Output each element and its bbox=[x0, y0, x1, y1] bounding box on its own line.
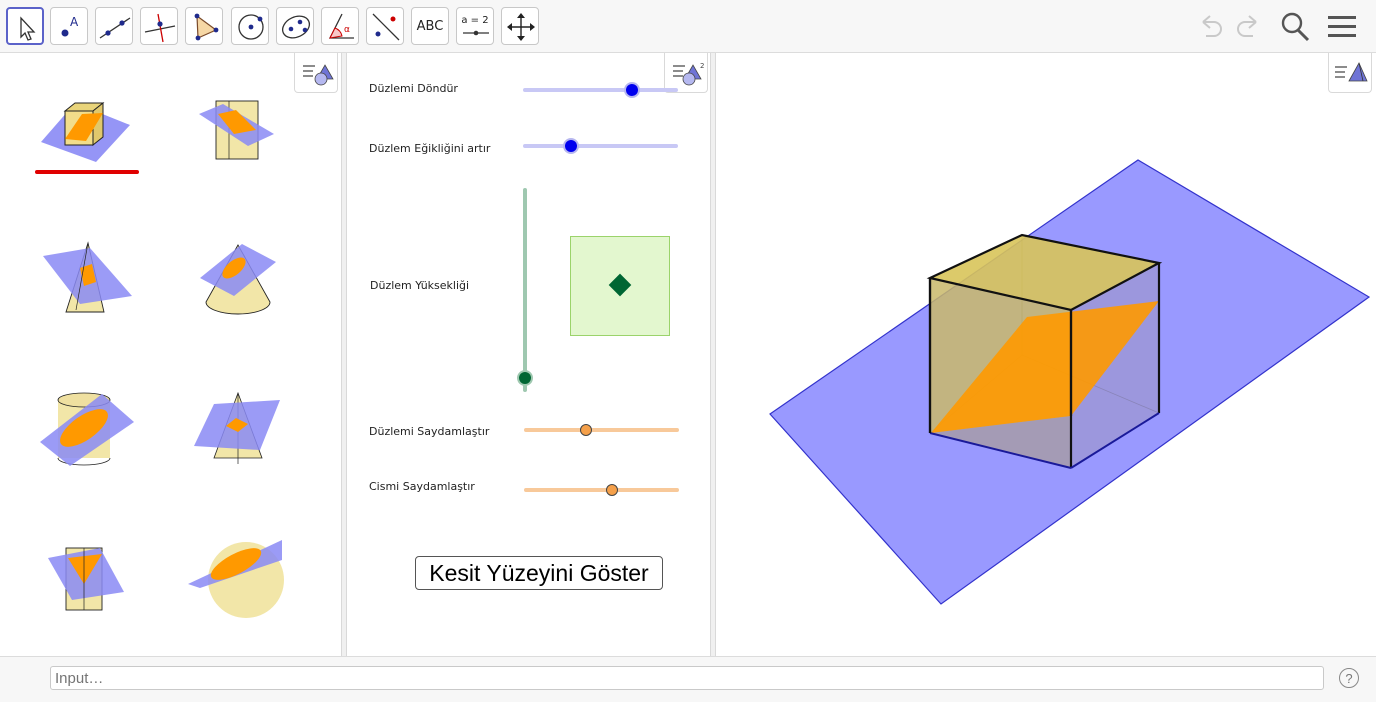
slider-line-icon bbox=[463, 30, 489, 36]
cone-section-thumb[interactable] bbox=[196, 240, 280, 318]
pyramid-section-thumb[interactable] bbox=[40, 240, 134, 316]
solid-opacity-knob[interactable] bbox=[606, 484, 619, 496]
style-bar-icon bbox=[303, 64, 334, 86]
cursor-arrow-icon bbox=[20, 16, 36, 41]
conic-tool[interactable] bbox=[276, 7, 314, 45]
redo-icon[interactable] bbox=[1233, 8, 1263, 44]
rotate-plane-label: Düzlemi Döndür bbox=[369, 82, 458, 95]
square-pyramid-section-thumb[interactable] bbox=[192, 390, 282, 468]
style-bar-toggle-left[interactable] bbox=[294, 53, 338, 93]
drag-point-diamond[interactable] bbox=[608, 273, 632, 297]
splitter-left[interactable] bbox=[341, 53, 347, 656]
plane-opacity-knob[interactable] bbox=[580, 424, 592, 436]
circle-tool[interactable] bbox=[231, 7, 269, 45]
style-bar-toggle-3d[interactable] bbox=[1328, 53, 1372, 93]
text-tool[interactable]: ABC bbox=[411, 7, 449, 45]
sphere-section-thumb[interactable] bbox=[186, 538, 286, 620]
svg-text:α: α bbox=[344, 25, 350, 35]
algebra-input[interactable] bbox=[50, 666, 1324, 690]
point-tool[interactable]: A bbox=[50, 7, 88, 45]
reflect-tool[interactable] bbox=[366, 7, 404, 45]
drag-point-box[interactable] bbox=[570, 236, 670, 336]
plane-opacity-label: Düzlemi Saydamlaştır bbox=[369, 425, 490, 438]
help-icon[interactable]: ? bbox=[1339, 668, 1359, 688]
perpendicular-line-tool[interactable] bbox=[140, 7, 178, 45]
plane-height-track[interactable] bbox=[523, 188, 527, 392]
move-tool[interactable] bbox=[6, 7, 44, 45]
line-through-points-icon bbox=[99, 17, 131, 39]
cross-section bbox=[931, 301, 1159, 433]
cylinder-section-thumb[interactable] bbox=[38, 392, 136, 468]
style-bar-toggle-middle[interactable]: 2 bbox=[664, 53, 708, 93]
style-bar-icon-2: 2 bbox=[673, 62, 704, 86]
solid-opacity-label: Cismi Saydamlaştır bbox=[369, 480, 475, 493]
splitter-right[interactable] bbox=[710, 53, 716, 656]
3d-scene[interactable] bbox=[717, 53, 1376, 656]
angle-tool[interactable]: α bbox=[321, 7, 359, 45]
svg-text:2: 2 bbox=[700, 62, 704, 70]
slider-tool-label: a = 2 bbox=[461, 14, 489, 26]
tilt-plane-knob[interactable] bbox=[565, 140, 578, 152]
reflect-about-line-icon bbox=[372, 13, 400, 41]
plane-height-label: Düzlem Yüksekliği bbox=[370, 279, 470, 292]
controls-panel: 2 bbox=[348, 53, 709, 656]
prism-section-thumb[interactable] bbox=[196, 96, 278, 164]
line-tool[interactable] bbox=[95, 7, 133, 45]
rotate-plane-track[interactable] bbox=[523, 88, 678, 92]
move-arrows-icon bbox=[507, 13, 535, 41]
cube-top-face bbox=[930, 235, 1159, 310]
angle-icon: α bbox=[328, 13, 354, 39]
solid-opacity-track[interactable] bbox=[524, 488, 679, 492]
perpendicular-line-icon bbox=[144, 13, 176, 43]
cube-section-thumb[interactable] bbox=[38, 97, 138, 165]
svg-text:A: A bbox=[70, 15, 79, 29]
polygon-tool[interactable] bbox=[185, 7, 223, 45]
3d-view-icon bbox=[1335, 62, 1368, 82]
ellipse-icon bbox=[281, 15, 311, 39]
show-section-button[interactable]: Kesit Yüzeyini Göster bbox=[415, 556, 663, 590]
plane-height-knob[interactable] bbox=[519, 372, 531, 384]
rotate-plane-knob[interactable] bbox=[625, 84, 638, 96]
slider-tool[interactable]: a = 2 bbox=[456, 7, 494, 45]
move-graphics-view-tool[interactable] bbox=[501, 7, 539, 45]
selected-thumb-underline bbox=[35, 170, 139, 174]
undo-icon[interactable] bbox=[1196, 8, 1226, 44]
toolbar: A α ABC a = 2 bbox=[0, 0, 1376, 53]
triangular-prism-section-thumb[interactable] bbox=[44, 544, 128, 614]
menu-icon[interactable] bbox=[1326, 8, 1358, 44]
triangle-polygon-icon bbox=[194, 13, 219, 41]
text-tool-label: ABC bbox=[416, 18, 444, 34]
plane-opacity-track[interactable] bbox=[524, 428, 679, 432]
graphics-view-gallery[interactable] bbox=[0, 53, 342, 656]
search-icon[interactable] bbox=[1278, 8, 1312, 44]
point-icon: A bbox=[61, 15, 79, 37]
tilt-plane-label: Düzlem Eğikliğini artır bbox=[369, 142, 491, 155]
tilt-plane-track[interactable] bbox=[523, 144, 678, 148]
circle-center-point-icon bbox=[238, 14, 264, 40]
